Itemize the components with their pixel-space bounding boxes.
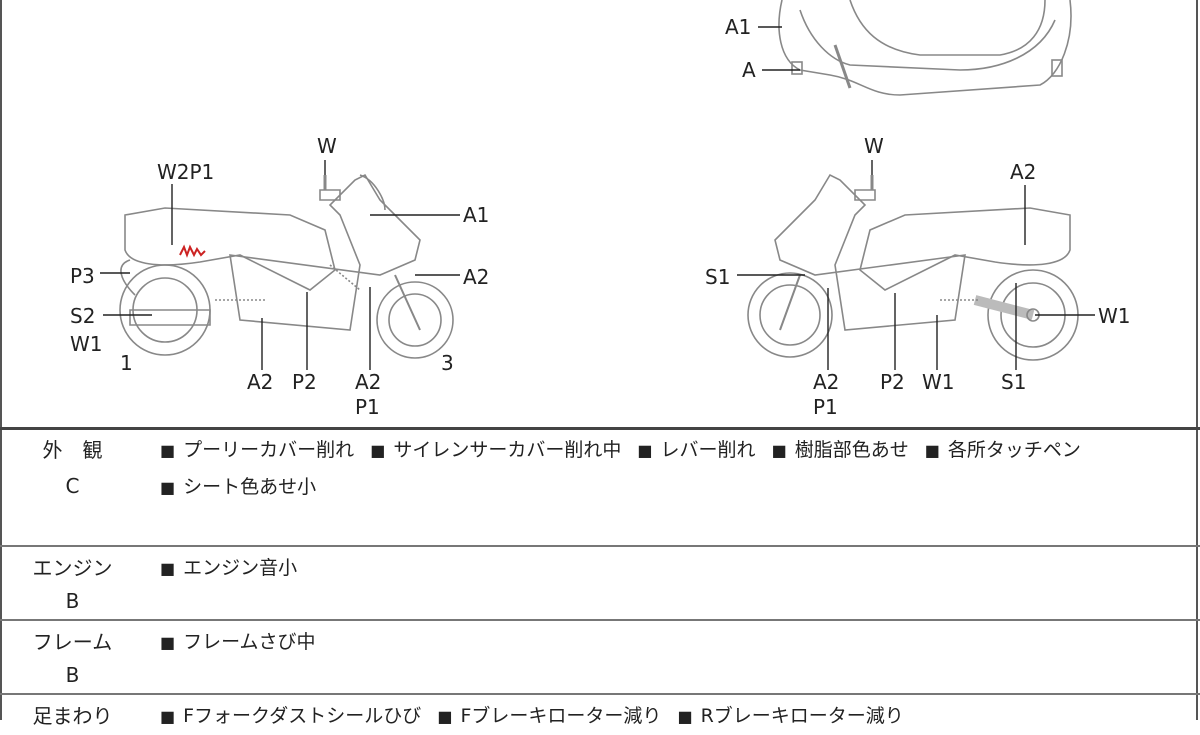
label-right-w: W <box>864 134 884 158</box>
grade-label: C <box>65 474 80 498</box>
bullet-icon: ■ <box>160 707 176 726</box>
label-left-a2: A2 <box>463 265 490 289</box>
scooter-diagram <box>100 0 1095 370</box>
label-top-a1: A1 <box>725 15 752 39</box>
label-right-s1: S1 <box>705 265 731 289</box>
item: Fブレーキローター減り <box>460 705 662 727</box>
bullet-icon: ■ <box>677 707 693 726</box>
scooter-right-view <box>747 173 1079 361</box>
bullet-icon: ■ <box>437 707 453 726</box>
category-label: エンジン <box>32 556 113 580</box>
row-divider <box>0 619 1200 621</box>
label-right-p2: P2 <box>880 370 905 394</box>
label-right-s1-bottom: S1 <box>1001 370 1027 394</box>
label-left-s2: S2 <box>70 304 96 328</box>
bullet-icon: ■ <box>924 441 940 460</box>
item-line: ■ シート色あせ小 <box>160 469 326 506</box>
label-left-p1: P1 <box>355 395 380 419</box>
label-left-p3: P3 <box>70 264 95 288</box>
category-label: フレーム <box>32 630 113 654</box>
label-left-w: W <box>317 134 337 158</box>
label-left-1: 1 <box>120 351 133 375</box>
label-right-a2: A2 <box>1010 160 1037 184</box>
bullet-icon: ■ <box>370 441 386 460</box>
grade-label: B <box>65 663 80 687</box>
label-right-a2-bottom: A2 <box>813 370 840 394</box>
sheet-frame <box>0 0 1198 720</box>
item: Rブレーキローター減り <box>700 705 904 727</box>
item: エンジン音小 <box>183 557 298 579</box>
scooter-top-view <box>778 0 1072 96</box>
item: Fフォークダストシールひび <box>183 705 422 727</box>
label-left-a2-front: A2 <box>355 370 382 394</box>
label-left-3: 3 <box>441 351 454 375</box>
label-left-w2p1: W2P1 <box>157 160 215 184</box>
label-right-p1: P1 <box>813 395 838 419</box>
bullet-icon: ■ <box>160 633 176 652</box>
damage-mark <box>179 244 206 258</box>
grade-label: B <box>65 589 80 613</box>
bullet-icon: ■ <box>160 441 176 460</box>
item: シート色あせ小 <box>183 476 317 498</box>
item: プーリーカバー削れ <box>183 439 355 461</box>
item-line: ■プーリーカバー削れ ■サイレンサーカバー削れ中 ■レバー削れ ■樹脂部色あせ … <box>160 432 1091 469</box>
scooter-left-view <box>119 173 454 359</box>
bullet-icon: ■ <box>771 441 787 460</box>
section-divider <box>0 427 1200 430</box>
item: サイレンサーカバー削れ中 <box>393 439 622 461</box>
item: レバー削れ <box>660 439 756 461</box>
label-right-w1-bottom: W1 <box>922 370 955 394</box>
label-left-a1: A1 <box>463 203 490 227</box>
item-line: ■ エンジン音小 <box>160 550 307 587</box>
item-line: ■ フレームさび中 <box>160 624 326 661</box>
item: 各所タッチペン <box>947 439 1081 461</box>
category-label: 外 観 <box>42 438 103 462</box>
item: フレームさび中 <box>183 631 316 653</box>
bullet-icon: ■ <box>160 478 176 497</box>
label-left-a2-bottom: A2 <box>247 370 274 394</box>
label-top-a: A <box>742 58 756 82</box>
category-label: 足まわり <box>32 704 113 728</box>
label-left-w1: W1 <box>70 332 103 356</box>
leader-lines <box>100 26 1095 370</box>
item: 樹脂部色あせ <box>794 439 909 461</box>
item-line: ■ Fフォークダストシールひび ■ Fブレーキローター減り ■ Rブレーキローター減り <box>160 698 914 735</box>
label-left-p2: P2 <box>292 370 317 394</box>
label-right-w1: W1 <box>1098 304 1131 328</box>
bullet-icon: ■ <box>160 559 176 578</box>
row-divider <box>0 693 1200 695</box>
bullet-icon: ■ <box>637 441 653 460</box>
row-divider <box>0 545 1200 547</box>
